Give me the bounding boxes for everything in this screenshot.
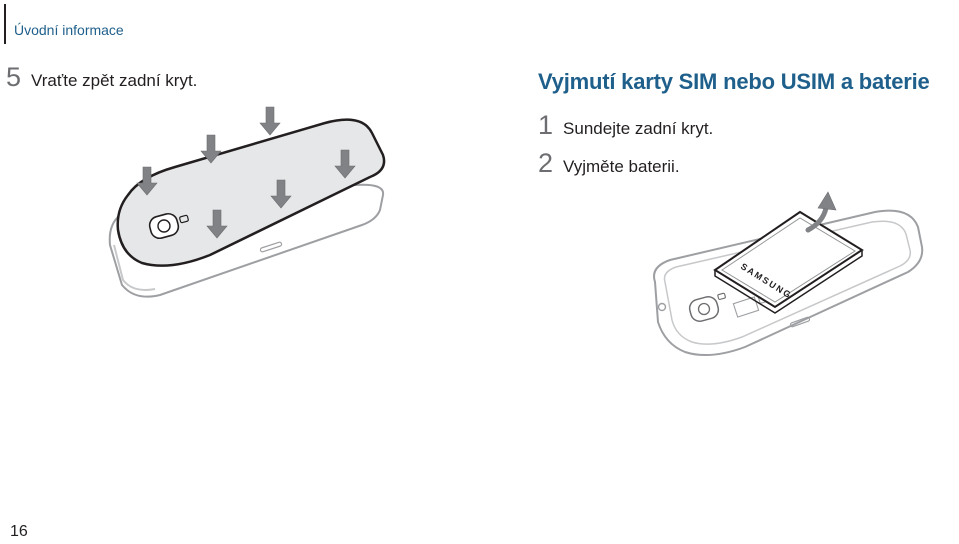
lift-arrow-icon xyxy=(805,205,829,233)
step-1: 1 Sundejte zadní kryt. xyxy=(538,110,713,141)
header-rule xyxy=(4,4,6,44)
usb-port xyxy=(259,241,283,253)
arrow-down-icon xyxy=(259,106,281,136)
camera-lens xyxy=(697,302,711,316)
back-cover-illustration xyxy=(108,106,386,298)
camera-lens xyxy=(157,219,171,233)
flash xyxy=(717,292,726,300)
arrow-down-icon xyxy=(334,149,356,179)
section-heading: Vyjmutí karty SIM nebo USIM a baterie xyxy=(538,69,930,94)
sim-slot xyxy=(732,296,760,318)
arrow-down-icon xyxy=(270,179,292,209)
step-text: Vyjměte baterii. xyxy=(563,157,680,176)
page-number: 16 xyxy=(10,523,28,540)
arrow-down-icon xyxy=(136,166,158,196)
step-number: 2 xyxy=(538,148,554,178)
step-text: Sundejte zadní kryt. xyxy=(563,119,714,138)
step-5: 5 Vraťte zpět zadní kryt. xyxy=(6,62,197,93)
back-cover xyxy=(116,118,386,267)
flash xyxy=(179,214,189,224)
camera-window xyxy=(688,296,720,322)
usb-port xyxy=(789,316,811,328)
arrow-down-icon xyxy=(200,134,222,164)
step-number: 5 xyxy=(6,62,22,92)
step-number: 1 xyxy=(538,110,554,140)
section-header: Úvodní informace xyxy=(14,22,124,38)
step-text: Vraťte zpět zadní kryt. xyxy=(31,71,198,90)
jack-hole xyxy=(657,302,667,312)
step-2: 2 Vyjměte baterii. xyxy=(538,148,680,179)
camera-window xyxy=(148,212,180,240)
battery-removal-illustration: SAMSUNG xyxy=(653,191,924,357)
arrow-down-icon xyxy=(206,209,228,239)
